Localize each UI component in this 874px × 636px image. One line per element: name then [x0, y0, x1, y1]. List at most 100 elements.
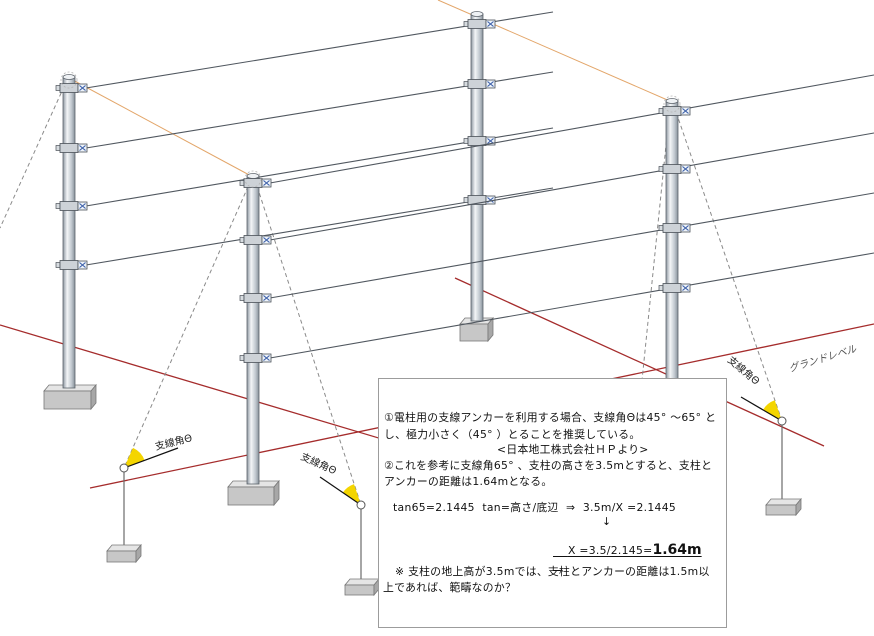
post-base	[459, 316, 494, 343]
clamp-tab	[463, 138, 469, 144]
guy-line	[123, 179, 252, 469]
insulator-x-icon	[682, 285, 689, 291]
note-source: <日本地工株式会社ＨＰより>	[497, 443, 649, 456]
guy-anchor	[740, 396, 802, 517]
angle-reference-line	[123, 447, 179, 469]
post-base-front	[459, 323, 489, 342]
wire-clamp	[658, 106, 691, 116]
post-shaft	[470, 13, 484, 322]
post-base	[43, 383, 97, 411]
insulator-x-icon	[263, 237, 270, 243]
anchor-eye	[777, 416, 787, 426]
guy-attachment-marker	[663, 95, 681, 113]
anchor-block-front	[765, 504, 797, 516]
back-fence-row	[43, 11, 554, 411]
clamp-band	[662, 283, 682, 293]
post-top-lines	[68, 0, 673, 178]
anchor-block	[765, 497, 802, 517]
insulator-x-icon	[79, 203, 86, 209]
clamp-band	[243, 353, 263, 363]
insulator-x-icon	[682, 108, 689, 114]
anchor-block-front	[106, 550, 137, 563]
note-question-cont: 上であれば、範疇なのか？	[383, 581, 517, 594]
note-line-calculation-cont: アンカーの距離は1.64mとなる。	[384, 475, 553, 488]
post-base-front	[227, 486, 275, 506]
clamp-band	[243, 235, 263, 245]
down-arrow-icon: ↓	[602, 515, 612, 528]
clamp-tab	[239, 237, 245, 243]
clamp-tab	[55, 145, 61, 151]
note-line-recommendation-cont: し、極力小さく（45° ）とることを推奨している。	[384, 428, 641, 441]
note-line-recommendation: ①電柱用の支線アンカーを利用する場合、支線角Θは45° ～65° と	[384, 411, 717, 424]
fence-post	[459, 11, 496, 343]
wire-clamp	[239, 235, 272, 245]
guy-attachment-marker	[244, 170, 262, 188]
wire-clamp	[55, 83, 88, 93]
front-fence-row	[227, 74, 874, 507]
guy-line	[0, 79, 68, 229]
anchor-block	[344, 577, 380, 597]
clamp-band	[467, 136, 487, 146]
wire-clamp	[239, 293, 272, 303]
note-line-calculation: ②これを参考に支線角65° 、支柱の高さを3.5mとすると、支柱と	[384, 459, 713, 472]
clamp-tab	[463, 21, 469, 27]
insulator-x-icon	[682, 166, 689, 172]
guy-attachment-markers	[60, 71, 681, 188]
post-shaft	[665, 100, 679, 381]
guy-line	[639, 105, 671, 401]
note-result: X =3.5/2.145=1.64m	[553, 529, 702, 572]
wire-clamp	[239, 353, 272, 363]
wire-clamp	[658, 223, 691, 233]
anchor-eye	[356, 500, 366, 510]
fence-wire	[269, 132, 874, 241]
guy-angle-marker	[342, 484, 361, 505]
guy-angle-label: 支線角Θ	[725, 353, 762, 387]
clamp-tab	[463, 81, 469, 87]
anchor-block-top	[765, 498, 802, 506]
wire-clamp	[463, 79, 496, 89]
clamp-tab	[658, 166, 664, 172]
insulator-x-icon	[487, 21, 494, 27]
clamp-tab	[463, 197, 469, 203]
clamp-band	[662, 164, 682, 174]
guy-angle-label: 支線角Θ	[299, 450, 339, 477]
note-box: ①電柱用の支線アンカーを利用する場合、支線角Θは45° ～65° と し、極力小…	[378, 378, 727, 628]
note-question: ※ 支柱の地上高が3.5mでは、支柱とアンカーの距離は1.5m以	[395, 565, 710, 578]
fence-wire	[269, 74, 874, 184]
clamp-band	[59, 143, 79, 153]
post-cap	[62, 74, 76, 80]
wire-clamp	[55, 260, 88, 270]
anchor-eye	[119, 463, 129, 473]
angle-reference-line	[740, 396, 783, 422]
anchor-block-top	[106, 544, 142, 552]
wire-clamp	[463, 195, 496, 205]
post-base-front	[43, 390, 92, 410]
ground-line	[454, 277, 825, 447]
guy-angle-marker	[124, 447, 145, 468]
post-shaft	[62, 76, 76, 389]
clamp-tab	[658, 108, 664, 114]
wire-clamp	[658, 164, 691, 174]
clamp-band	[59, 260, 79, 270]
clamp-tab	[239, 355, 245, 361]
guy-anchor	[106, 447, 179, 564]
post-cap	[665, 98, 679, 104]
fence-post	[658, 98, 691, 381]
clamp-tab	[658, 285, 664, 291]
anchor-block	[106, 543, 142, 564]
anchor-block-top	[344, 578, 380, 586]
insulator-x-icon	[487, 81, 494, 87]
clamp-tab	[55, 262, 61, 268]
insulator-x-icon	[263, 180, 270, 186]
clamp-tab	[55, 85, 61, 91]
fence-wire	[269, 192, 874, 299]
fence-post	[43, 74, 97, 411]
clamp-tab	[55, 203, 61, 209]
fence-post	[227, 173, 280, 507]
wire-clamp	[55, 143, 88, 153]
clamp-band	[467, 19, 487, 29]
clamp-tab	[239, 180, 245, 186]
clamp-band	[662, 223, 682, 233]
wire-clamp	[463, 136, 496, 146]
